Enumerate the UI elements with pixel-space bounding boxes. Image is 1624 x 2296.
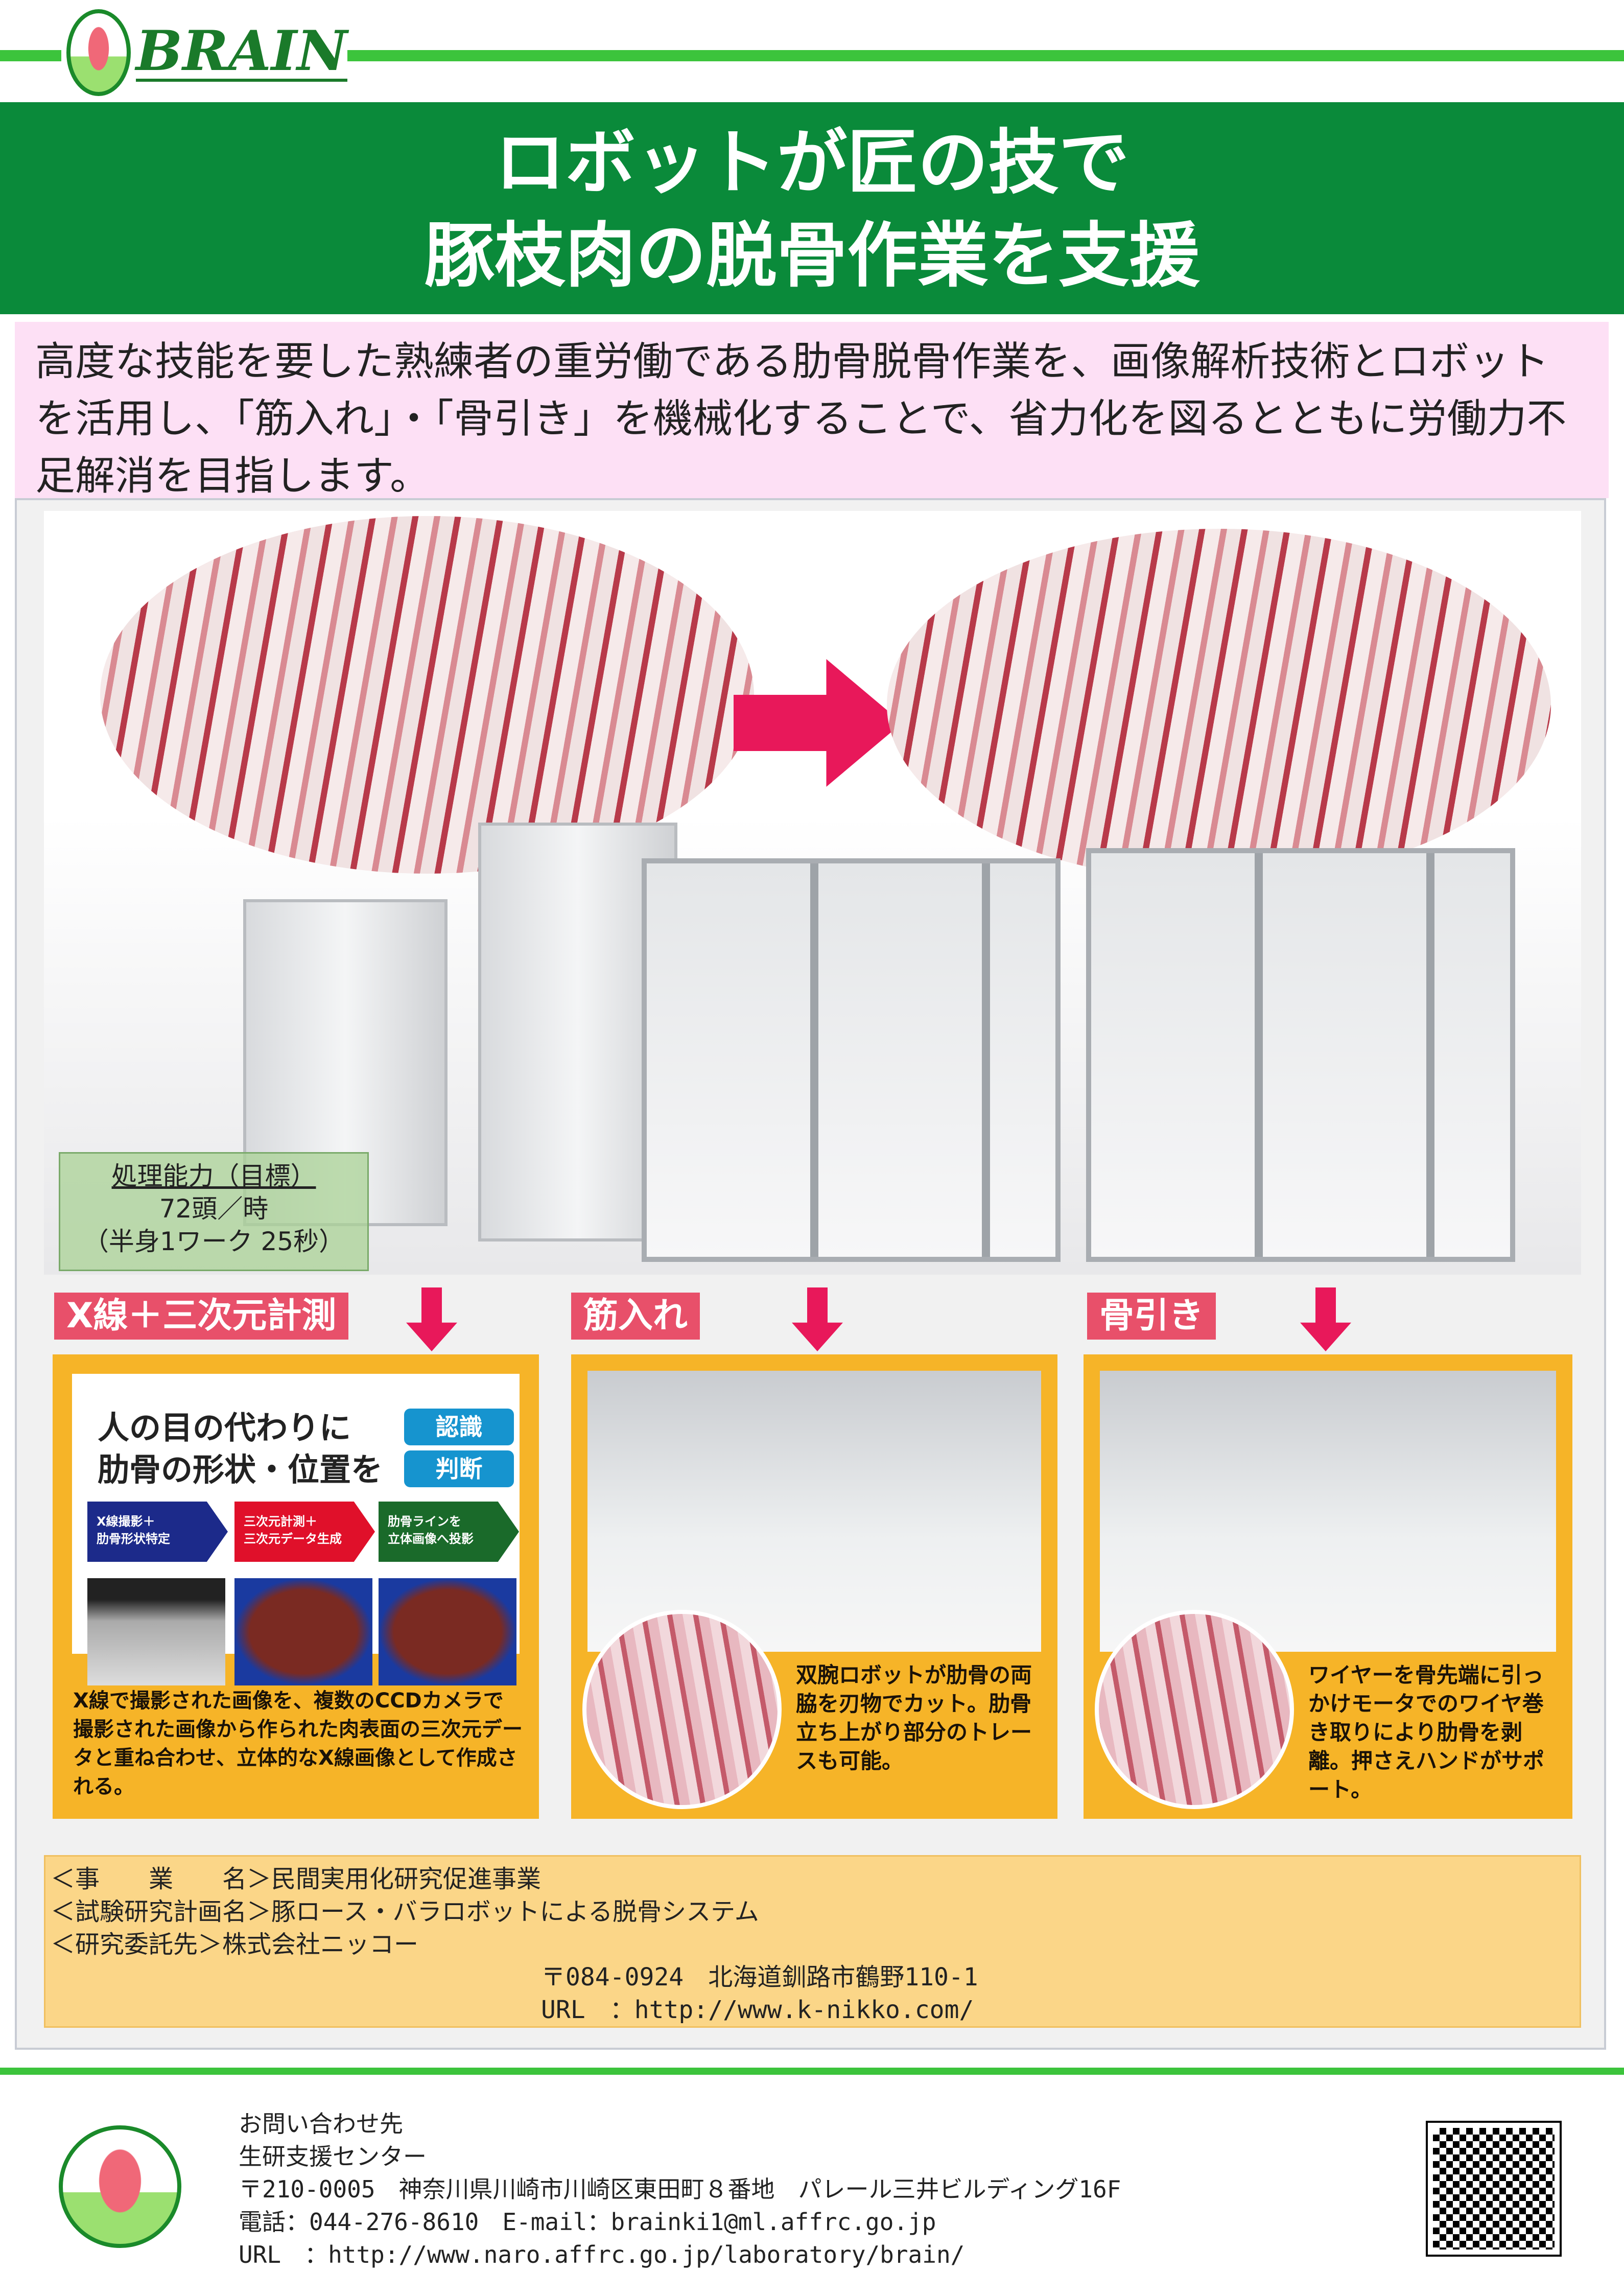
pulling-closeup-image: [1095, 1610, 1294, 1809]
info-url[interactable]: URL ：http://www.k-nikko.com/: [541, 1996, 974, 2024]
xray-panel: 人の目の代わりに肋骨の形状・位置を 認識 判断 X線撮影＋ 肋骨形状特定 三次元計…: [53, 1354, 539, 1819]
step-line: 肋骨形状特定: [97, 1532, 170, 1546]
xray-thumbnail: [87, 1578, 225, 1685]
intro-text: 高度な技能を要した熟練者の重労働である肋骨脱骨作業を、画像解析技術とロボットを活…: [15, 322, 1609, 499]
title-line-2: 豚枝肉の脱骨作業を支援: [424, 215, 1200, 297]
dual-arm-robot-image: [587, 1371, 1041, 1652]
pulling-description: ワイヤーを骨先端に引っかけモータでのワイヤ巻き取りにより肋骨を剥離。押さえハンド…: [1308, 1662, 1545, 1802]
rib-after-image: [887, 529, 1551, 881]
page-title: ロボットが匠の技で 豚枝肉の脱骨作業を支援: [0, 102, 1624, 314]
headline: 人の目の代わりに肋骨の形状・位置を: [98, 1407, 383, 1491]
contact-phone-email[interactable]: 電話：044-276-8610 E-mail：brainki1@ml.affrc…: [239, 2208, 936, 2236]
step-xray: X線撮影＋ 肋骨形状特定: [87, 1502, 228, 1562]
bud-logo-icon: [66, 9, 131, 96]
cutting-description: 双腕ロボットが肋骨の両脇を刃物でカット。肋骨立ち上がり部分のトレースも可能。: [796, 1662, 1032, 1773]
step-projection: 肋骨ラインを立体画像へ投影: [379, 1502, 519, 1562]
cutting-robot-cell-image: [642, 858, 1061, 1262]
pulling-panel: ワイヤーを骨先端に引っかけモータでのワイヤ巻き取りにより肋骨を剥離。押さえハンド…: [1084, 1354, 1572, 1819]
info-plan: ＜試験研究計画名＞豚ロース・バラロボットによる脱骨システム: [51, 1897, 759, 1926]
info-contractor: ＜研究委託先＞株式会社ニッコー: [51, 1930, 419, 1959]
step-line: 三次元計測＋: [244, 1514, 317, 1529]
tag-recognize: 認識: [404, 1409, 514, 1445]
contact-address: 〒210-0005 神奈川県川崎市川崎区東田町８番地 パレール三井ビルディング1…: [239, 2175, 1121, 2203]
top-green-rule: [0, 50, 1624, 61]
qr-code-icon[interactable]: [1426, 2121, 1562, 2257]
capacity-note: （半身1ワーク 25秒）: [83, 1227, 345, 1256]
brain-logo: BRAIN: [61, 9, 347, 96]
contact-org: 生研支援センター: [239, 2143, 427, 2170]
headline-line-1: 人の目の代わりに: [98, 1409, 351, 1446]
section-label-xray: X線＋三次元計測: [54, 1293, 349, 1340]
cutting-panel: 双腕ロボットが肋骨の両脇を刃物でカット。肋骨立ち上がり部分のトレースも可能。: [571, 1354, 1057, 1819]
capacity-box: 処理能力（目標） 72頭／時 （半身1ワーク 25秒）: [59, 1152, 369, 1271]
info-address: 〒084-0924 北海道釧路市鶴野110-1: [541, 1963, 978, 1992]
section-label-pulling: 骨引き: [1087, 1293, 1216, 1340]
projection-thumbnail: [379, 1578, 516, 1685]
3d-scan-thumbnail: [234, 1578, 372, 1685]
brand-name: BRAIN: [135, 19, 347, 83]
contact-info: お問い合わせ先 生研支援センター 〒210-0005 神奈川県川崎市川崎区東田町…: [239, 2107, 1121, 2271]
step-line: 肋骨ラインを: [388, 1514, 461, 1529]
xray-diagram: 人の目の代わりに肋骨の形状・位置を 認識 判断 X線撮影＋ 肋骨形状特定 三次元計…: [72, 1374, 520, 1685]
headline-line-2: 肋骨の形状・位置を: [98, 1451, 383, 1488]
bud-logo-icon: [59, 2125, 181, 2248]
section-label-cutting: 筋入れ: [571, 1293, 700, 1340]
cutting-closeup-image: [582, 1610, 782, 1809]
info-project: ＜事 業 名＞民間実用化研究促進事業: [51, 1865, 542, 1893]
capacity-value: 72頭／時: [159, 1194, 269, 1224]
step-line: 立体画像へ投影: [388, 1532, 474, 1546]
rib-before-image: [100, 516, 754, 874]
step-3d: 三次元計測＋ 三次元データ生成: [234, 1502, 375, 1562]
title-line-1: ロボットが匠の技で: [495, 122, 1129, 204]
pulling-robot-cell-image: [1086, 848, 1515, 1262]
right-arrow-icon: [734, 659, 902, 787]
xray-description: X線で撮影された画像を、複数のCCDカメラで撮影された画像から作られた肉表面の三…: [73, 1689, 523, 1798]
step-line: X線撮影＋: [97, 1514, 155, 1529]
step-line: 三次元データ生成: [244, 1532, 342, 1546]
wire-robot-image: [1100, 1371, 1556, 1652]
capacity-label: 処理能力（目標）: [111, 1161, 316, 1191]
system-photo: [44, 511, 1581, 1275]
contact-url[interactable]: URL ：http://www.naro.affrc.go.jp/laborat…: [239, 2241, 965, 2268]
tag-judge: 判断: [404, 1450, 514, 1487]
bottom-green-rule: [0, 2068, 1624, 2075]
project-info: ＜事 業 名＞民間実用化研究促進事業 ＜試験研究計画名＞豚ロース・バラロボットに…: [44, 1855, 1581, 2028]
contact-heading: お問い合わせ先: [239, 2110, 403, 2138]
